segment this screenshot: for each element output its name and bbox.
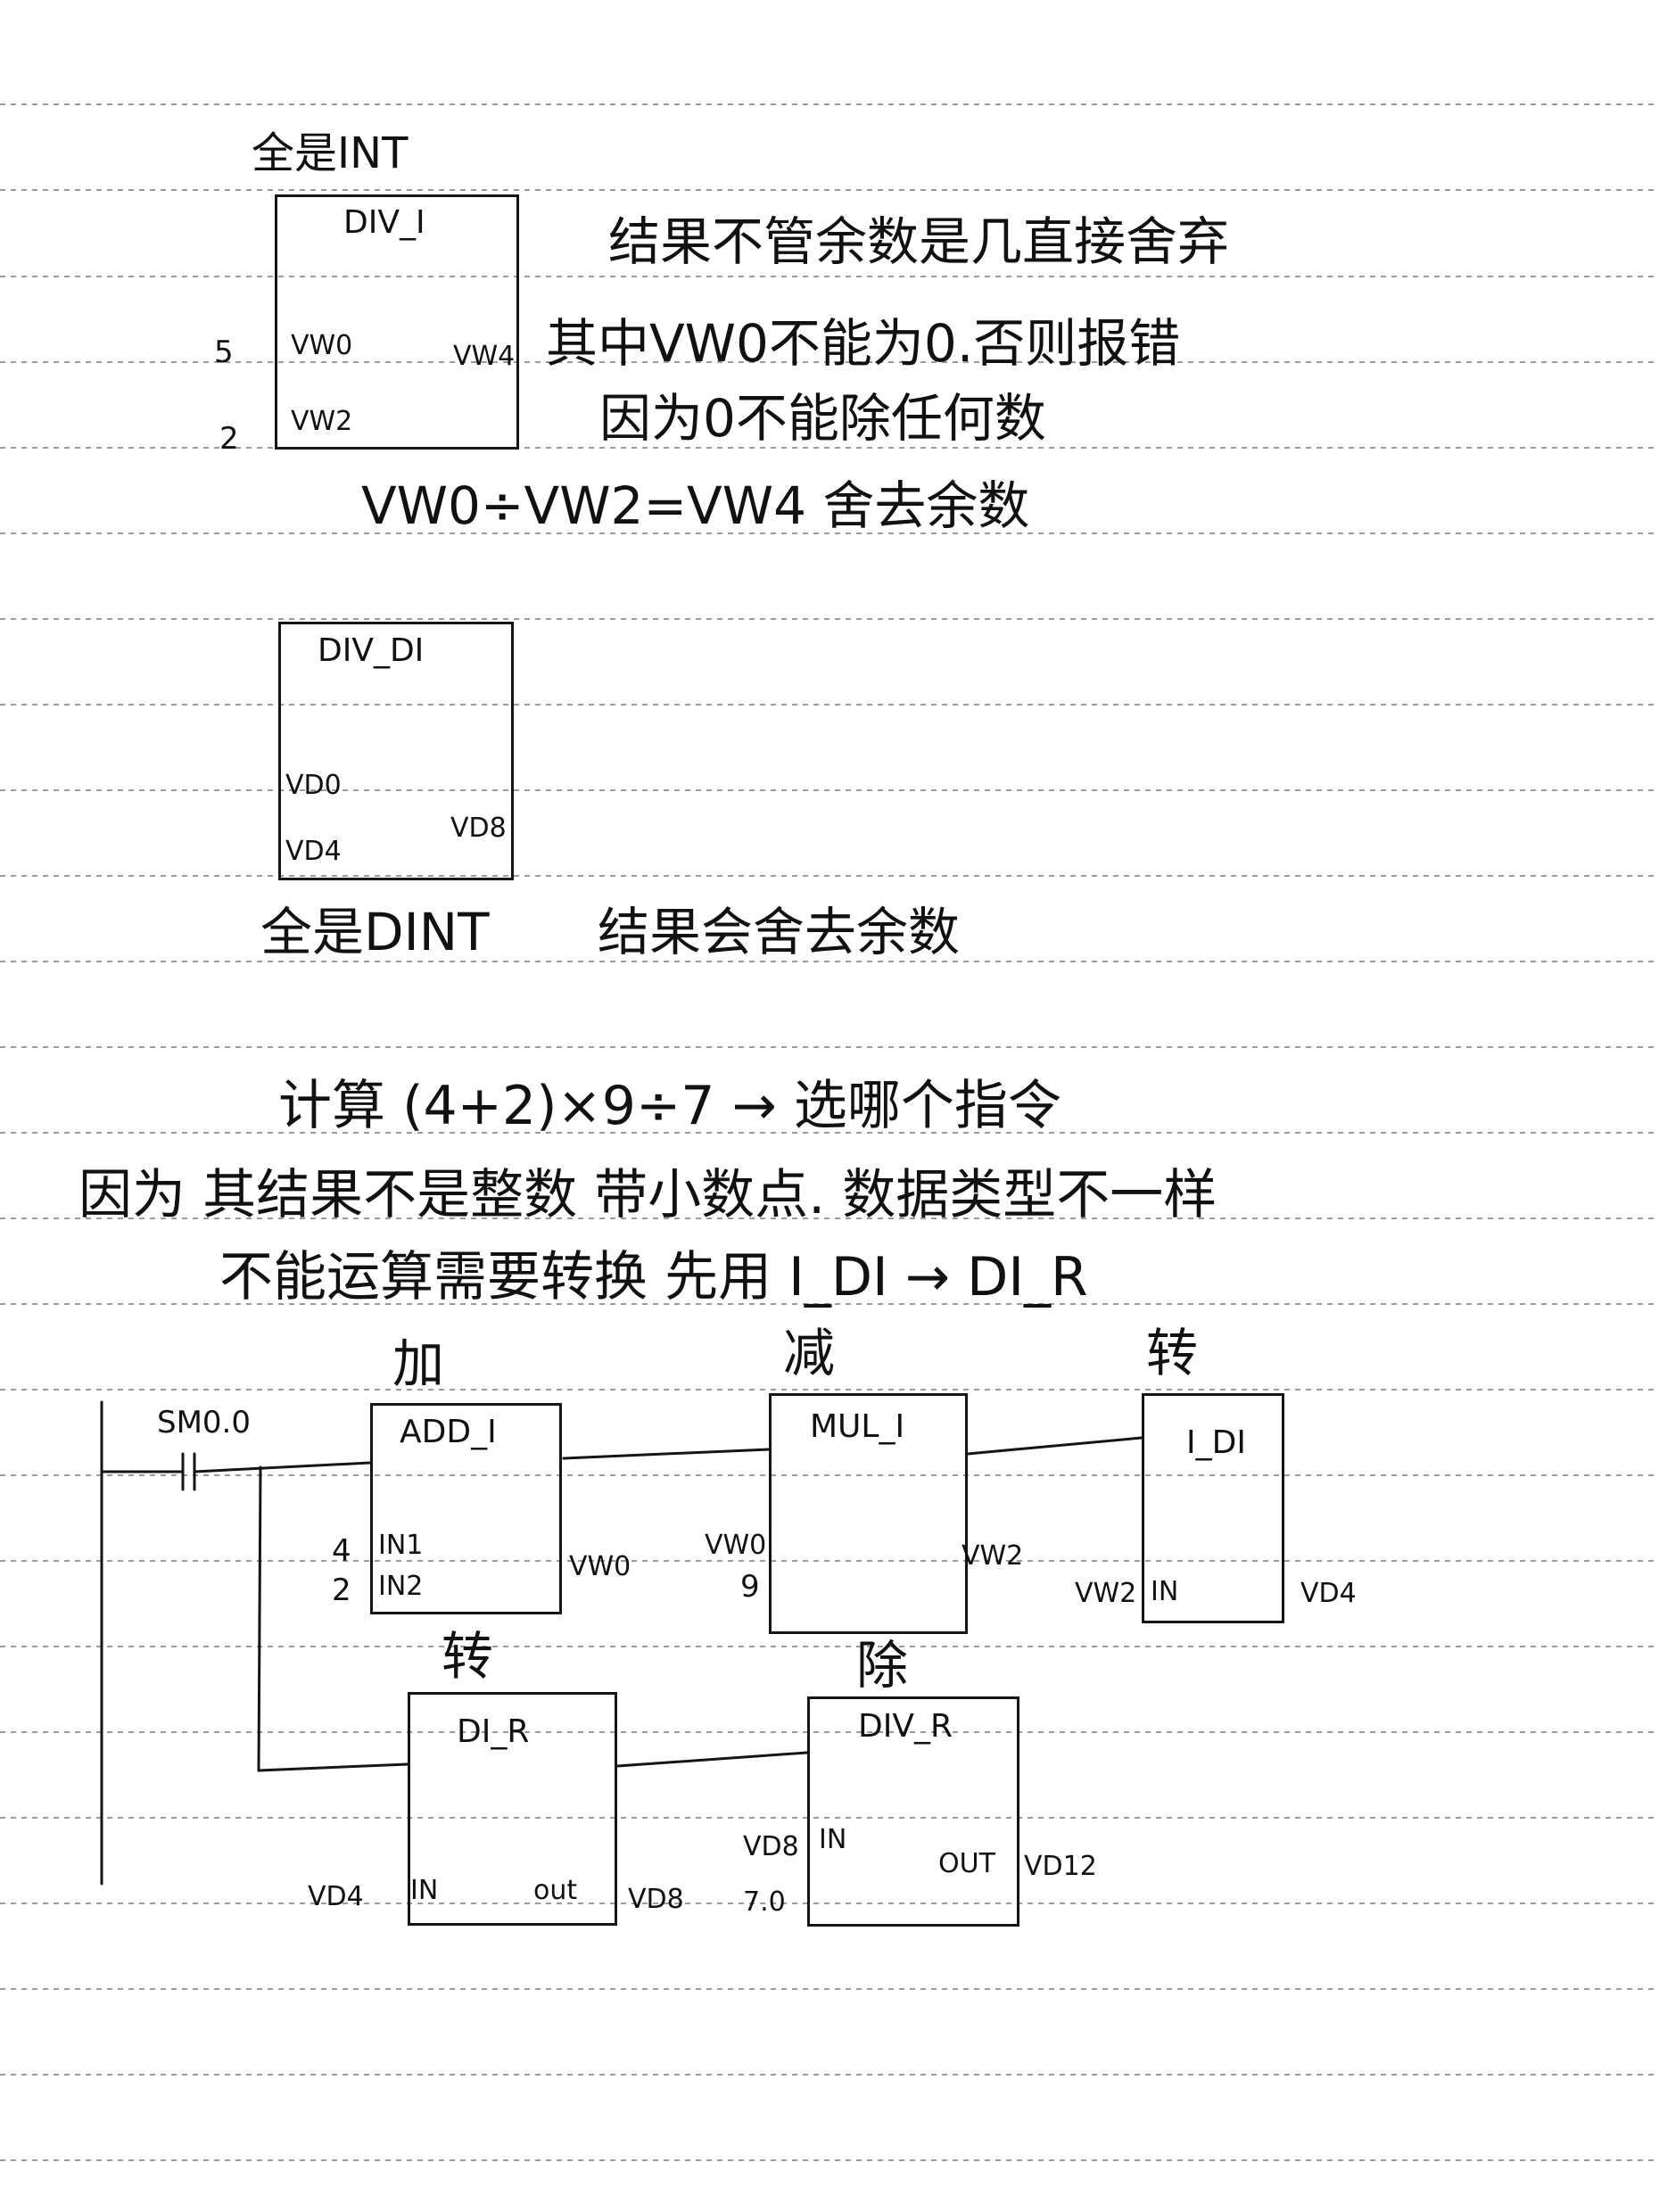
i-di-block: [1142, 1393, 1284, 1623]
add-i-block: [370, 1403, 562, 1614]
mul-i-block: [769, 1393, 968, 1634]
add-i-in2-port: IN2: [378, 1571, 424, 1602]
div-r-out: VD12: [1024, 1851, 1097, 1882]
i-di-out: VD4: [1300, 1578, 1357, 1609]
section2-note: 结果会舍去余数: [598, 902, 961, 962]
add-i-in1-value: 4: [332, 1533, 351, 1569]
add-i-out: VW0: [569, 1551, 631, 1582]
div-r-in1-value: VD8: [743, 1831, 799, 1862]
section1-formula: VW0÷VW2=VW4 舍去余数: [361, 475, 1030, 536]
di-r-name: DI_R: [457, 1713, 530, 1750]
section2-footer: 全是DINT: [260, 902, 490, 962]
label-convert2: 转: [442, 1626, 494, 1687]
mul-i-name: MUL_I: [810, 1408, 905, 1445]
i-di-name: I_DI: [1186, 1424, 1246, 1461]
label-convert1: 转: [1146, 1323, 1199, 1383]
div-di-block-name: DIV_DI: [318, 632, 425, 669]
section3-line1: 计算 (4+2)×9÷7 → 选哪个指令: [278, 1075, 1061, 1137]
mul-i-in1-value: VW0: [705, 1530, 767, 1561]
div-r-in-port: IN: [819, 1824, 847, 1855]
div-i-in1-value: 5: [214, 334, 234, 370]
section1-note3: 因为0不能除任何数: [599, 388, 1046, 449]
section1-header: 全是INT: [252, 128, 409, 178]
div-di-in2-port: VD4: [285, 836, 342, 867]
di-r-out: VD8: [628, 1884, 684, 1915]
contact-label: SM0.0: [157, 1405, 251, 1440]
mul-i-in2-value: 9: [740, 1569, 760, 1605]
add-i-in2-value: 2: [332, 1572, 351, 1608]
div-i-block: [275, 194, 519, 450]
div-r-in2-value: 7.0: [743, 1886, 786, 1918]
div-di-out-port: VD8: [450, 813, 507, 844]
div-r-block: [807, 1696, 1019, 1927]
i-di-in-port: IN: [1151, 1576, 1179, 1607]
di-r-block: [408, 1692, 617, 1926]
div-i-out-port: VW4: [453, 341, 516, 372]
di-r-in-value: VD4: [308, 1881, 364, 1912]
i-di-in-value: VW2: [1075, 1578, 1137, 1609]
label-mul: 减: [783, 1323, 836, 1383]
div-r-name: DIV_R: [858, 1708, 953, 1745]
div-i-in2-port: VW2: [291, 406, 353, 437]
section1-note1: 结果不管余数是几直接舍弃: [608, 211, 1230, 272]
add-i-name: ADD_I: [400, 1414, 497, 1450]
div-di-in1-port: VD0: [285, 770, 342, 801]
div-i-in2-value: 2: [219, 421, 239, 457]
section3-line2: 因为 其结果不是整数 带小数点. 数据类型不一样: [78, 1164, 1217, 1226]
div-di-block: [278, 622, 514, 880]
di-r-out-port: out: [533, 1875, 578, 1906]
div-i-in1-port: VW0: [291, 330, 353, 361]
section3-line3: 不能运算需要转换 先用 I_DI → DI_R: [219, 1246, 1088, 1308]
div-i-block-name: DIV_I: [343, 204, 425, 241]
label-div: 除: [856, 1635, 909, 1696]
section1-note2: 其中VW0不能为0.否则报错: [546, 313, 1181, 374]
mul-i-out: VW2: [962, 1540, 1024, 1572]
add-i-in1-port: IN1: [378, 1530, 424, 1561]
di-r-in-port: IN: [410, 1875, 439, 1906]
label-add: 加: [392, 1333, 445, 1394]
div-r-out-port: OUT: [938, 1848, 995, 1879]
